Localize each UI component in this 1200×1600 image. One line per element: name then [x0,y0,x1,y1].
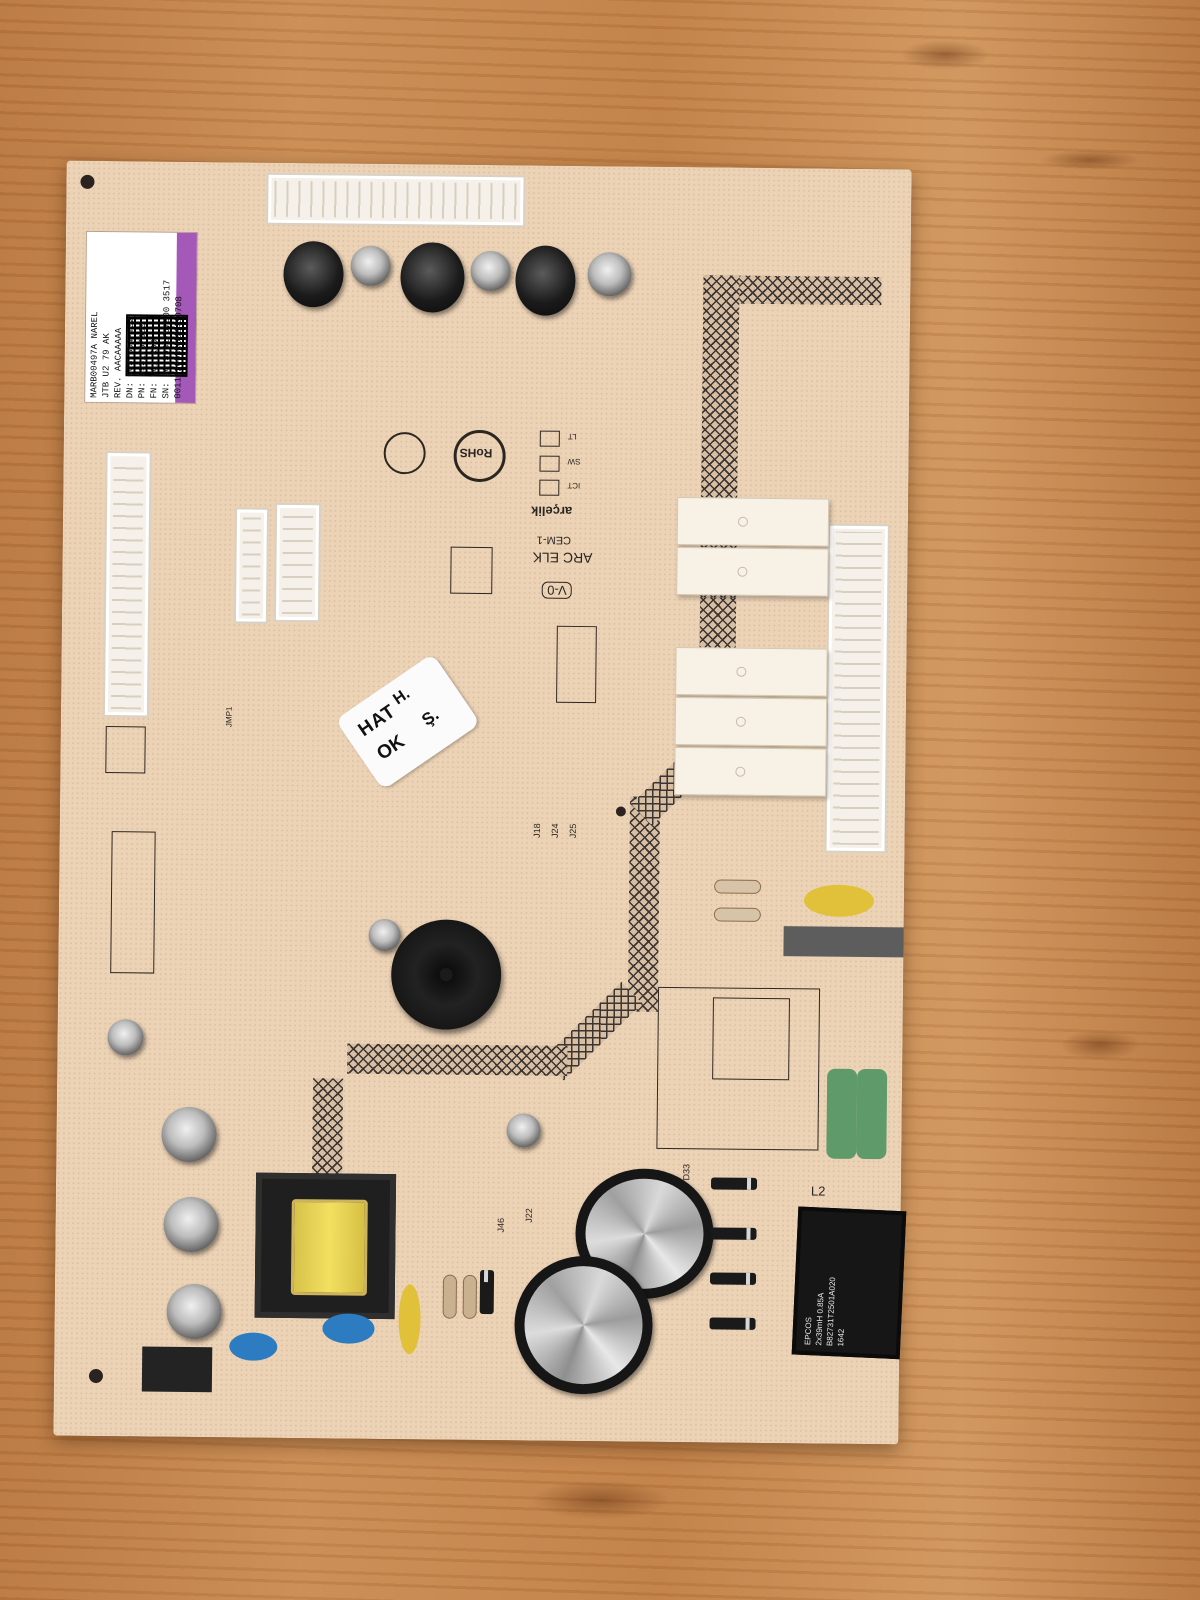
ground-trace [627,796,661,1012]
capacitor [107,1019,144,1056]
test-label: SW [567,456,581,467]
varistor [803,884,875,918]
capacitor [283,240,344,308]
test-box [539,430,560,447]
arc-elk-label: ARC ELK [532,549,593,567]
serial-label-text: MARB00497A NAREL JTB U2 79 AK REV. AACAA… [85,232,197,403]
left-connector [102,451,152,718]
sticker-h: H. [390,685,414,709]
relay-connector [824,523,890,854]
wood-knot [1040,150,1140,170]
x-capacitor [322,1313,375,1344]
test-box [539,479,560,496]
diode [479,1270,495,1315]
triac-outline [712,997,790,1081]
wood-knot [900,40,990,70]
ref-designator: J25 [567,823,579,839]
small-connector [233,507,270,624]
power-transformer [254,1172,397,1320]
bulk-capacitor [513,1255,654,1395]
test-box [539,455,560,472]
relay [676,547,829,597]
relay [676,497,830,547]
ref-designator: J18 [531,823,543,838]
capacitor [161,1106,217,1163]
common-mode-choke: EPCOS 2x39mH 0.85A B82731T2501A020 1642 [791,1206,907,1360]
resistor [442,1274,458,1319]
mounting-hole [80,174,95,189]
capacitor [506,1113,541,1148]
ref-designator: J46 [495,1217,506,1233]
transformer-coil [290,1199,368,1296]
arcelik-logo: arçelik [530,503,573,519]
flammability-rating: V-0 [542,581,572,599]
y-capacitor [398,1284,421,1355]
sticker-s: Ş. [418,704,443,730]
footprint-outline [450,546,493,595]
footprint-outline [105,726,146,774]
diode [710,1177,758,1190]
relay [674,747,827,797]
cem-label: CEM-1 [536,533,572,546]
resistor [462,1274,478,1319]
ref-designator: L2 [810,1183,826,1199]
wood-knot [530,1480,670,1520]
mounting-hole [615,806,626,817]
capacitor [515,245,576,316]
relay [674,697,828,747]
relay [675,647,828,697]
mounting-hole [88,1368,104,1384]
capacitor [166,1283,222,1340]
small-connector [273,502,322,623]
test-label: ICT [567,480,581,491]
x-capacitor [229,1332,278,1361]
test-label: LT [567,431,577,441]
ref-designator: D33 [681,1163,692,1181]
resistor [713,907,761,922]
footprint-outline [110,831,156,974]
ref-designator: J22 [523,1208,535,1223]
capacitor [350,245,391,287]
sticker-ok: OK [373,731,409,765]
capacitor [587,252,632,297]
capacitor [400,242,465,313]
wood-knot [1060,1030,1140,1060]
choke-label: EPCOS 2x39mH 0.85A B82731T2501A020 1642 [796,1211,902,1355]
rohs-label: RoHS [459,445,493,461]
circuit-board: MARB00497A NAREL JTB U2 79 AK REV. AACAA… [53,160,912,1445]
diode [709,1317,756,1330]
regulator [141,1346,213,1393]
top-connector [266,172,526,228]
footprint-outline [556,625,597,704]
capacitor [470,250,511,292]
power-resistor [856,1068,888,1160]
power-resistor [826,1068,858,1159]
inspection-sticker: HAT H. OK Ş. [335,653,481,791]
recycle-icon [383,431,426,475]
label-line: 0011120000002400708 [173,296,185,399]
diode [710,1227,757,1240]
resistor [714,879,762,894]
ref-designator: JMP1 [224,706,234,728]
piezo-buzzer [390,919,502,1031]
ground-trace [347,1043,568,1076]
fuse-block [783,926,904,958]
capacitor [163,1196,219,1253]
serial-label: MARB00497A NAREL JTB U2 79 AK REV. AACAA… [84,230,198,404]
diode [709,1272,757,1285]
capacitor [368,918,401,952]
ref-designator: J24 [549,823,561,839]
